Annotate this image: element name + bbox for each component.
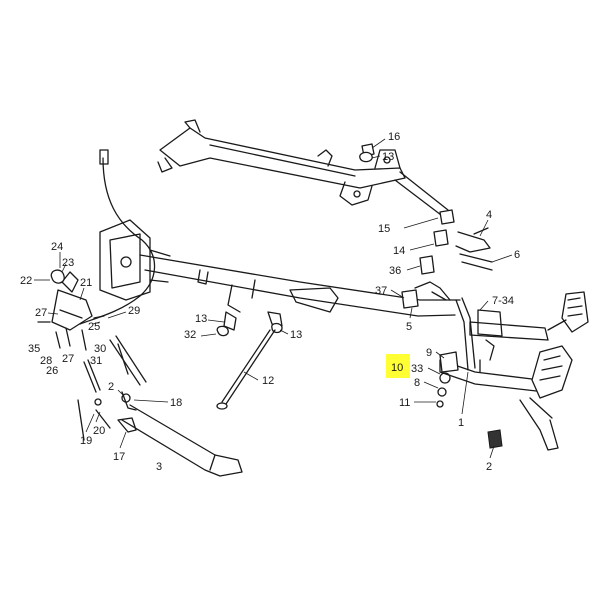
top-nut-parts bbox=[359, 143, 375, 163]
callout-8: 8 bbox=[414, 377, 420, 389]
callout-labels: 16 13 15 4 14 6 36 37 5 7-34 9 10 33 8 1… bbox=[20, 131, 520, 473]
callout-5: 5 bbox=[406, 321, 412, 333]
callout-4: 4 bbox=[486, 209, 492, 221]
callout-15: 15 bbox=[378, 223, 390, 235]
callout-13: 13 bbox=[195, 313, 207, 325]
callout-35: 35 bbox=[28, 343, 40, 355]
callout-30: 30 bbox=[94, 343, 106, 355]
callout-23: 23 bbox=[62, 257, 74, 269]
callout-11: 11 bbox=[399, 397, 410, 409]
callout-2: 2 bbox=[486, 461, 492, 473]
callout-16: 16 bbox=[388, 131, 400, 143]
callout-28: 28 bbox=[40, 355, 52, 367]
callout-27: 27 bbox=[62, 353, 74, 365]
callout-25: 25 bbox=[88, 321, 100, 333]
callout-14: 14 bbox=[393, 245, 405, 257]
highlight-marker bbox=[386, 354, 410, 378]
brake-pedal-assembly bbox=[401, 209, 589, 451]
callout-3: 3 bbox=[156, 461, 162, 473]
center-small-parts bbox=[216, 311, 283, 410]
callout-24: 24 bbox=[51, 241, 63, 253]
callout-12: 12 bbox=[262, 375, 274, 387]
callout-36: 36 bbox=[389, 265, 401, 277]
callout-22: 22 bbox=[20, 275, 32, 287]
callout-21: 21 bbox=[80, 277, 92, 289]
cable-assembly bbox=[79, 149, 156, 325]
callout-10: 10 bbox=[391, 362, 403, 374]
callout-6: 6 bbox=[514, 249, 520, 261]
callout-20: 20 bbox=[93, 425, 105, 437]
callout-32: 32 bbox=[184, 329, 196, 341]
callout-17: 17 bbox=[113, 451, 125, 463]
callout-37: 37 bbox=[375, 285, 387, 297]
callout-7-34: 7-34 bbox=[492, 295, 514, 307]
side-stand-assembly bbox=[37, 269, 243, 477]
upper-frame-tube bbox=[157, 119, 449, 219]
callout-1: 1 bbox=[458, 417, 464, 429]
callout-26: 26 bbox=[46, 365, 58, 377]
leader-lines bbox=[34, 138, 513, 459]
callout-33: 33 bbox=[411, 363, 423, 375]
callout-29: 29 bbox=[128, 305, 140, 317]
callout-2: 2 bbox=[108, 381, 114, 393]
callout-27: 27 bbox=[35, 307, 47, 319]
callout-31: 31 bbox=[90, 355, 102, 367]
callout-13: 13 bbox=[382, 151, 394, 163]
lower-main-frame bbox=[99, 219, 461, 317]
callout-13: 13 bbox=[290, 329, 302, 341]
callout-19: 19 bbox=[80, 435, 92, 447]
callout-9: 9 bbox=[426, 347, 432, 359]
callout-18: 18 bbox=[170, 397, 182, 409]
